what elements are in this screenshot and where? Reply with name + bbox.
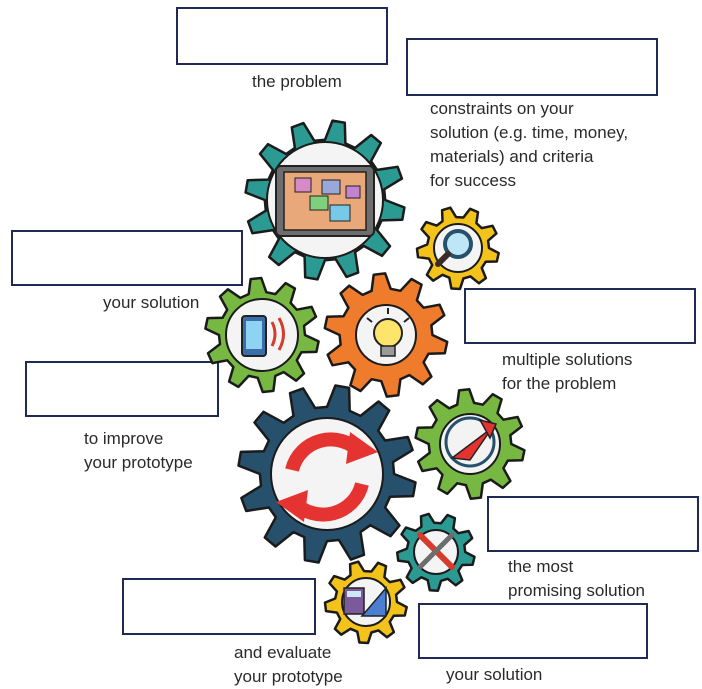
answer-box-define[interactable] [176, 7, 388, 65]
calculator-ruler-icon [343, 585, 387, 617]
phone-icon [241, 315, 285, 357]
label-test: and evaluate your prototype [234, 643, 343, 686]
answer-box-redesign[interactable] [25, 361, 219, 417]
label-select: the most promising solution [508, 557, 646, 600]
lightbulb-icon [366, 308, 410, 357]
answer-box-communicate[interactable] [11, 230, 243, 286]
answer-box-identify[interactable] [406, 38, 658, 96]
answer-box-build[interactable] [418, 603, 648, 659]
tablet-board-icon [275, 165, 375, 237]
yellow-gear-2 [323, 560, 408, 645]
label-define: the problem [252, 72, 342, 91]
arrow-target-icon [444, 416, 498, 468]
label-redesign: to improve your prototype [84, 429, 193, 472]
label-brainstorm: multiple solutions for the problem [502, 350, 633, 393]
label-identify: constraints on your solution (e.g. time,… [430, 99, 629, 190]
navy-gear [237, 384, 417, 564]
answer-box-select[interactable] [487, 496, 699, 552]
label-build: your solution [446, 665, 543, 684]
label-communicate: your solution [103, 293, 200, 312]
tools-icon [417, 532, 455, 570]
answer-box-brainstorm[interactable] [464, 288, 696, 344]
magnifier-icon [435, 229, 473, 267]
refresh-arrows-icon [276, 432, 378, 522]
answer-box-test[interactable] [122, 578, 316, 635]
